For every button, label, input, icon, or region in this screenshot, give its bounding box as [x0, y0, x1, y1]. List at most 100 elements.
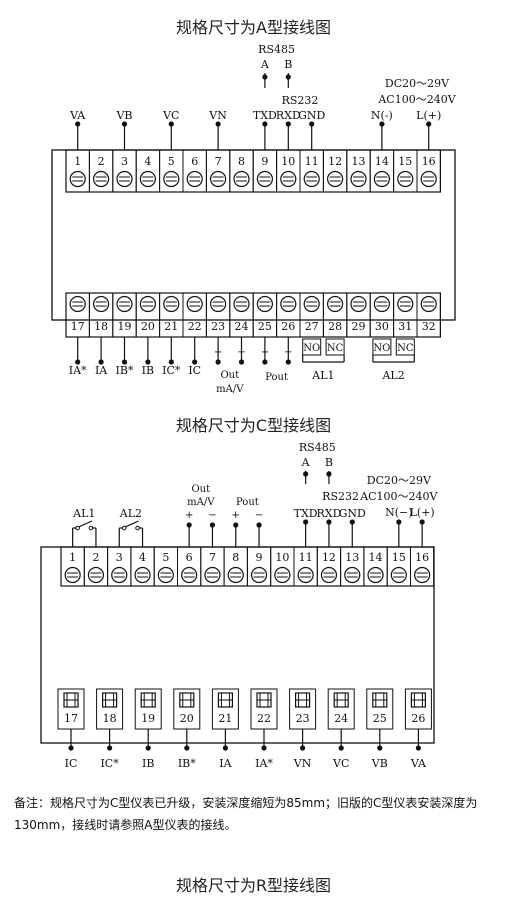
top-label: GND: [298, 109, 325, 122]
terminal-number-24: 24: [235, 320, 249, 333]
connector-dot: [209, 522, 216, 528]
connector-dot: [145, 745, 151, 751]
connector-dot: [261, 745, 267, 751]
connector-dot: [192, 359, 198, 365]
rs232-label: RS232: [282, 94, 319, 107]
connector-dot: [184, 745, 190, 751]
terminal-number-14: 14: [369, 551, 383, 564]
bottom-label: IA: [219, 757, 232, 770]
connector-dot: [215, 359, 221, 365]
rxd-label: RXD: [316, 507, 341, 520]
terminal-number-22: 22: [188, 320, 202, 333]
terminal-screw: [390, 566, 407, 584]
bottom-label: IC*: [100, 757, 119, 770]
terminal-number-19: 19: [118, 320, 132, 333]
terminal-screw: [420, 295, 437, 313]
terminal-screw: [210, 170, 227, 188]
terminal-number-18: 18: [103, 712, 117, 725]
bottom-label: VC: [332, 757, 349, 770]
terminal-screw: [327, 170, 344, 188]
terminal-screw: [210, 295, 227, 313]
rs232-label: RS232: [322, 490, 359, 503]
diagram-r-title: 规格尺寸为R型接线图: [175, 876, 332, 895]
bottom-label: IB: [142, 757, 154, 770]
terminal-number-21: 21: [164, 320, 178, 333]
al1-blade: [78, 520, 93, 528]
al1-nc-label: NC: [327, 343, 344, 354]
connector-dot: [309, 121, 315, 127]
terminal-number-28: 28: [328, 320, 342, 333]
terminal-number-11: 11: [305, 155, 319, 168]
terminal-number-1: 1: [74, 155, 81, 168]
terminal-number-22: 22: [257, 712, 271, 725]
bottom-label: IA: [95, 364, 108, 377]
terminal-screw: [233, 170, 250, 188]
al2-label: AL2: [119, 507, 142, 520]
bottom-label: VN: [293, 757, 312, 770]
bottom-label: IA*: [255, 757, 273, 770]
terminal-number-29: 29: [352, 320, 366, 333]
terminal-screw: [134, 566, 151, 584]
connector-dot: [75, 121, 81, 127]
terminal-number-26: 26: [411, 712, 425, 725]
terminal-number-6: 6: [186, 551, 193, 564]
terminal-number-1: 1: [69, 551, 76, 564]
bottom-label: IA*: [69, 364, 87, 377]
terminal-number-8: 8: [232, 551, 239, 564]
terminal-screw: [256, 295, 273, 313]
terminal-number-2: 2: [98, 155, 105, 168]
terminal-screw: [274, 566, 291, 584]
terminal-screw: [227, 566, 244, 584]
top-label: TXD: [253, 109, 277, 122]
rs485-label: RS485: [299, 441, 336, 454]
al1-no-label: NO: [303, 343, 320, 354]
terminal-number-20: 20: [141, 320, 155, 333]
connector-dot: [262, 121, 268, 127]
out-label: Out: [220, 370, 239, 381]
terminal-screw: [397, 295, 414, 313]
connector-dot: [419, 519, 425, 525]
terminal-number-10: 10: [281, 155, 295, 168]
al2-blade: [125, 520, 139, 528]
terminal-screw: [350, 295, 367, 313]
terminal-number-3: 3: [121, 155, 128, 168]
terminal-screw: [139, 295, 156, 313]
bottom-label: VB: [371, 757, 388, 770]
top-label: VN: [208, 109, 227, 122]
pout-minus: −: [284, 347, 292, 358]
terminal-number-4: 4: [144, 155, 151, 168]
terminal-number-9: 9: [261, 155, 268, 168]
connector-dot: [379, 121, 385, 127]
connector-dot: [349, 519, 355, 525]
al1-label: AL1: [311, 369, 334, 382]
top-label: RXD: [276, 109, 301, 122]
connector-dot: [415, 745, 421, 751]
pout-plus: +: [232, 510, 240, 521]
connector-dot: [98, 359, 104, 365]
terminal-number-4: 4: [139, 551, 146, 564]
out-plus: +: [185, 510, 193, 521]
connector-dot: [215, 121, 221, 127]
power-n-label: N(−): [385, 506, 412, 519]
terminal-screw: [92, 295, 110, 313]
terminal-number-3: 3: [116, 551, 123, 564]
terminal-number-13: 13: [345, 551, 359, 564]
terminal-screw: [204, 566, 221, 584]
terminal-number-31: 31: [398, 320, 412, 333]
top-label: VB: [115, 109, 132, 122]
terminal-number-24: 24: [334, 712, 348, 725]
terminal-screw: [367, 566, 384, 584]
terminal-number-30: 30: [375, 320, 389, 333]
terminal-cell: [416, 292, 441, 338]
power-l-label: L(+): [410, 506, 435, 519]
terminal-number-5: 5: [168, 155, 175, 168]
terminal-number-21: 21: [218, 712, 232, 725]
connector-dot: [233, 522, 239, 528]
terminal-number-10: 10: [275, 551, 289, 564]
out-unit-label: mA/V: [216, 384, 244, 395]
terminal-screw: [116, 170, 133, 188]
terminal-screw: [297, 566, 314, 584]
terminal-screw: [420, 170, 437, 188]
bottom-label: IC: [65, 757, 78, 770]
terminal-screw: [256, 170, 273, 188]
